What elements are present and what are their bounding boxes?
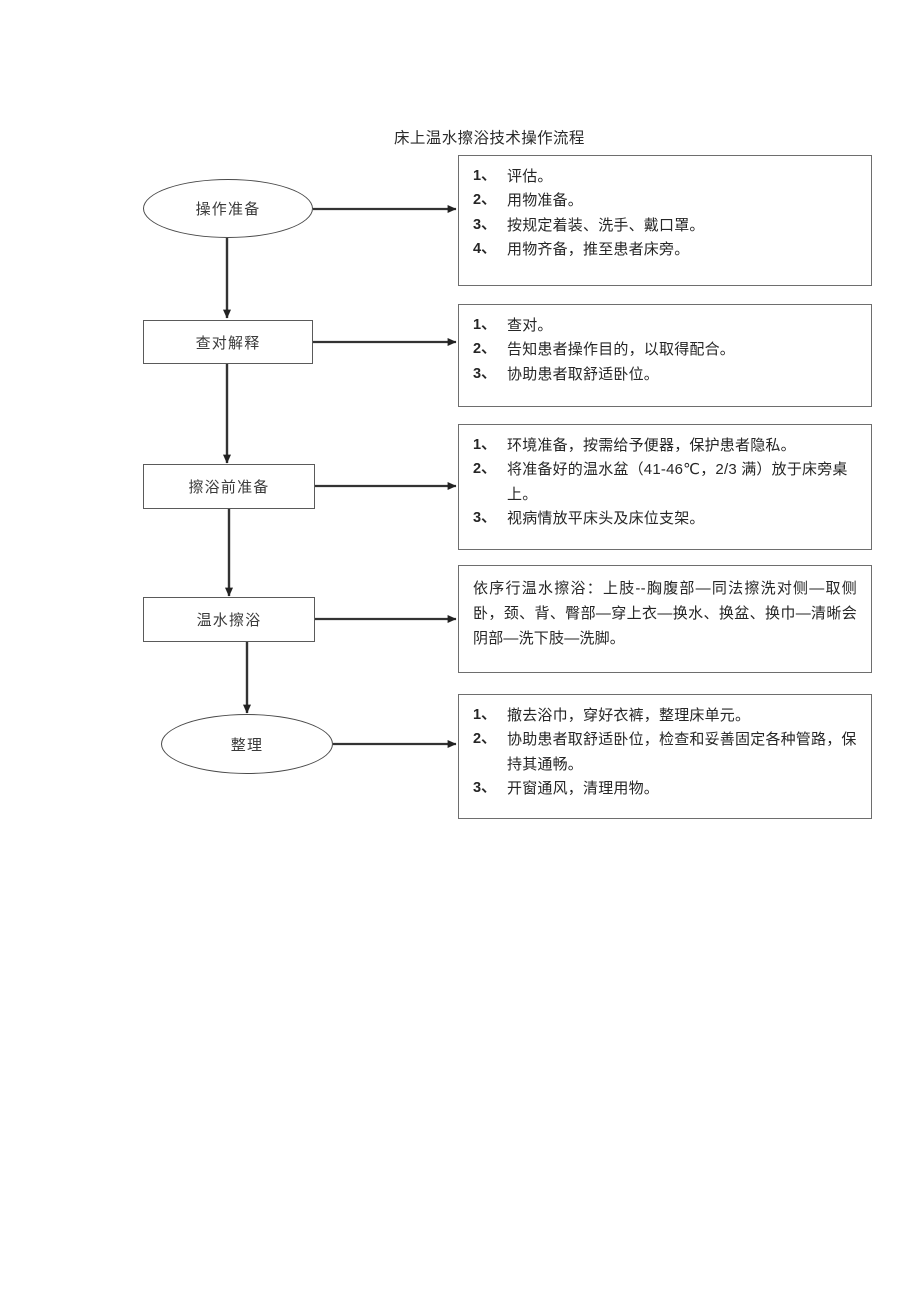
list-item-text: 用物齐备，推至患者床旁。 xyxy=(507,240,690,258)
detail-paragraph-warm-bath: 依序行温水擦浴：上肢--胸腹部—同法擦洗对侧—取侧卧，颈、背、臀部—穿上衣—换水… xyxy=(473,580,857,648)
list-item-text: 告知患者操作目的，以取得配合。 xyxy=(507,341,736,359)
list-item-number: 1、 xyxy=(473,707,496,723)
list-item-number: 2、 xyxy=(473,192,496,209)
flow-node-pre-bath[interactable]: 擦浴前准备 xyxy=(143,464,315,509)
list-item-text: 查对。 xyxy=(507,317,553,334)
list-item: 1、 环境准备，按需给予便器，保护患者隐私。 xyxy=(473,434,859,458)
detail-box-warm-bath: 依序行温水擦浴：上肢--胸腹部—同法擦洗对侧—取侧卧，颈、背、臀部—穿上衣—换水… xyxy=(458,565,872,673)
list-item: 3、 协助患者取舒适卧位。 xyxy=(473,363,859,387)
list-item-text: 环境准备，按需给予便器，保护患者隐私。 xyxy=(507,437,796,454)
list-item-number: 3、 xyxy=(473,365,496,382)
list-item-number: 2、 xyxy=(473,341,496,358)
list-item-text: 视病情放平床头及床位支架。 xyxy=(507,509,705,527)
list-item: 2、 将准备好的温水盆（41-46℃，2/3 满）放于床旁桌上。 xyxy=(473,458,859,507)
list-item-number: 3、 xyxy=(473,779,496,796)
flow-node-prepare[interactable]: 操作准备 xyxy=(143,179,313,238)
flow-node-verify[interactable]: 查对解释 xyxy=(143,320,313,364)
list-item-text: 协助患者取舒适卧位。 xyxy=(507,365,660,383)
detail-box-prepare: 1、 评估。 2、 用物准备。 3、 按规定着装、洗手、戴口罩。 4、 用物齐备… xyxy=(458,155,872,286)
list-item-number: 3、 xyxy=(473,216,496,233)
flow-node-verify-label: 查对解释 xyxy=(195,334,261,352)
list-item-number: 2、 xyxy=(473,731,496,748)
list-item: 2、 告知患者操作目的，以取得配合。 xyxy=(473,338,859,362)
list-item: 3、 开窗通风，清理用物。 xyxy=(473,777,859,801)
list-item-number: 4、 xyxy=(473,240,496,257)
list-item: 1、 撤去浴巾，穿好衣裤，整理床单元。 xyxy=(473,704,859,728)
page-title: 床上温水擦浴技术操作流程 xyxy=(394,130,585,147)
list-item: 3、 按规定着装、洗手、戴口罩。 xyxy=(473,214,859,238)
detail-list-prepare: 1、 评估。 2、 用物准备。 3、 按规定着装、洗手、戴口罩。 4、 用物齐备… xyxy=(473,165,859,262)
detail-list-tidy-up: 1、 撤去浴巾，穿好衣裤，整理床单元。 2、 协助患者取舒适卧位，检查和妥善固定… xyxy=(473,704,859,801)
flow-node-tidy-up[interactable]: 整理 xyxy=(161,714,333,774)
list-item-text: 将准备好的温水盆（41-46℃，2/3 满）放于床旁桌上。 xyxy=(507,461,848,503)
list-item-text: 开窗通风，清理用物。 xyxy=(507,779,660,797)
list-item-number: 1、 xyxy=(473,317,496,333)
flow-node-warm-bath[interactable]: 温水擦浴 xyxy=(143,597,315,642)
list-item-text: 评估。 xyxy=(507,168,553,185)
list-item: 1、 评估。 xyxy=(473,165,859,189)
flow-node-pre-bath-label: 擦浴前准备 xyxy=(188,479,270,496)
detail-box-pre-bath: 1、 环境准备，按需给予便器，保护患者隐私。 2、 将准备好的温水盆（41-46… xyxy=(458,424,872,550)
list-item: 2、 协助患者取舒适卧位，检查和妥善固定各种管路，保持其通畅。 xyxy=(473,728,859,777)
flow-node-warm-bath-label: 温水擦浴 xyxy=(196,612,262,629)
list-item-text: 用物准备。 xyxy=(507,192,584,210)
list-item-text: 按规定着装、洗手、戴口罩。 xyxy=(507,216,705,234)
flow-node-prepare-label: 操作准备 xyxy=(195,201,261,218)
list-item-number: 1、 xyxy=(473,437,496,453)
list-item: 3、 视病情放平床头及床位支架。 xyxy=(473,507,859,531)
detail-list-verify: 1、 查对。 2、 告知患者操作目的，以取得配合。 3、 协助患者取舒适卧位。 xyxy=(473,314,859,387)
detail-list-pre-bath: 1、 环境准备，按需给予便器，保护患者隐私。 2、 将准备好的温水盆（41-46… xyxy=(473,434,859,531)
flow-node-tidy-up-label: 整理 xyxy=(230,736,264,754)
list-item-text: 协助患者取舒适卧位，检查和妥善固定各种管路，保持其通畅。 xyxy=(507,731,857,773)
list-item-number: 3、 xyxy=(473,509,496,526)
list-item: 4、 用物齐备，推至患者床旁。 xyxy=(473,238,859,262)
list-item: 2、 用物准备。 xyxy=(473,189,859,213)
list-item-number: 2、 xyxy=(473,461,496,478)
list-item-number: 1、 xyxy=(473,168,496,184)
list-item: 1、 查对。 xyxy=(473,314,859,338)
detail-box-tidy-up: 1、 撤去浴巾，穿好衣裤，整理床单元。 2、 协助患者取舒适卧位，检查和妥善固定… xyxy=(458,694,872,819)
list-item-text: 撤去浴巾，穿好衣裤，整理床单元。 xyxy=(507,707,751,724)
detail-box-verify: 1、 查对。 2、 告知患者操作目的，以取得配合。 3、 协助患者取舒适卧位。 xyxy=(458,304,872,407)
